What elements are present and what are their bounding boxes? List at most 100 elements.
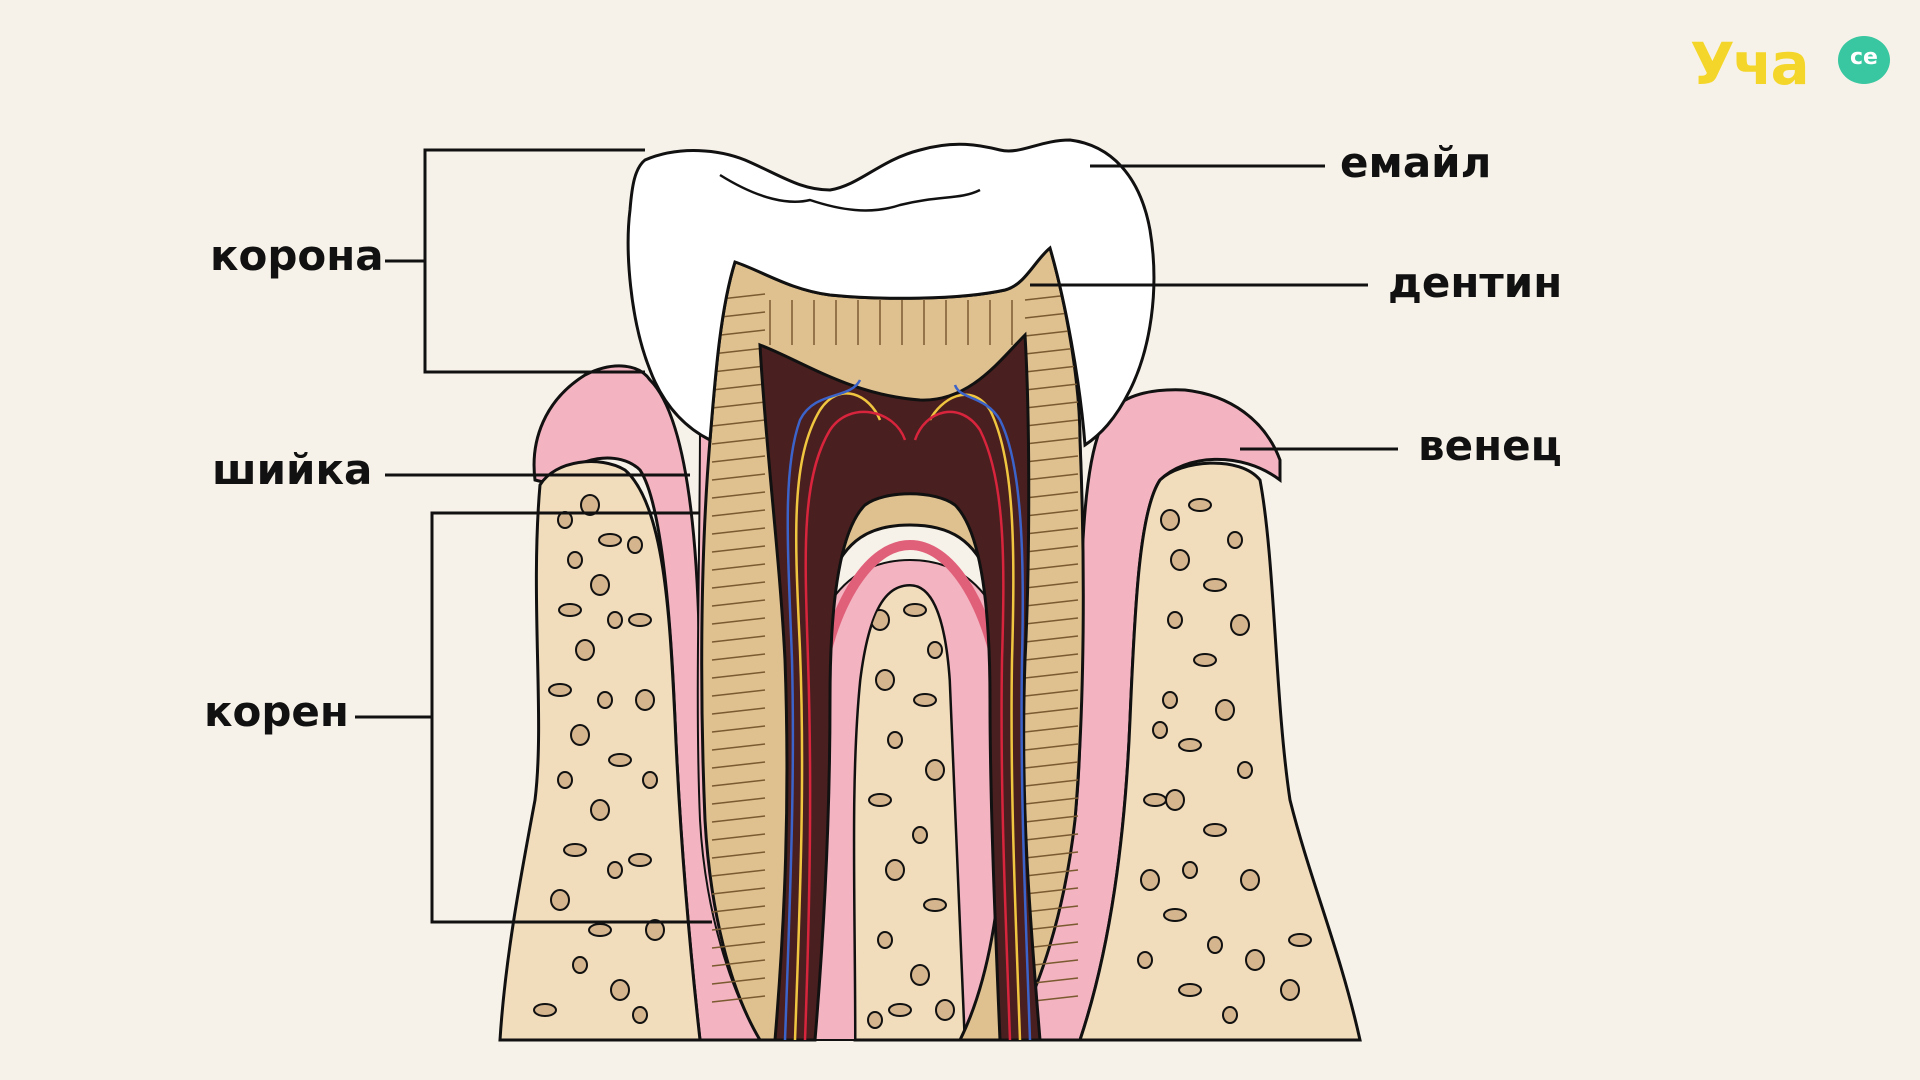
dentin-tubule — [711, 527, 766, 535]
logo: Уча се — [1690, 28, 1890, 108]
dentin-tubule — [711, 869, 766, 877]
bone-pore — [570, 724, 590, 746]
dentin-tubule — [1024, 581, 1079, 589]
bone-pore — [588, 923, 612, 937]
bone-pore — [567, 551, 583, 569]
enamel-shape — [626, 138, 1156, 448]
dentin-tubule — [711, 977, 766, 985]
logo-badge-text: се — [1850, 45, 1878, 70]
dentin-tubule — [711, 617, 766, 625]
bone-pore — [923, 898, 947, 912]
bone-pore — [590, 799, 610, 821]
bone-pore — [1178, 983, 1202, 997]
bone-pore — [607, 861, 623, 879]
dentin-tubule — [711, 563, 766, 571]
vein-right — [953, 384, 1032, 1041]
dentin-tubule — [711, 689, 766, 697]
bone-pore — [1227, 531, 1243, 549]
dentin-tubule — [711, 833, 766, 841]
dentin-tubule — [1024, 599, 1079, 607]
bone-pore — [1165, 789, 1185, 811]
bone-pore — [927, 641, 943, 659]
pulp-shape — [758, 331, 1042, 1042]
dentin-tubule — [1024, 815, 1079, 823]
bone-pore — [1163, 908, 1187, 922]
bone-pore — [1160, 509, 1180, 531]
bone-pore — [1245, 949, 1265, 971]
bone-pore — [1152, 721, 1168, 739]
dentin-tubule — [711, 707, 766, 715]
bone-pore — [903, 603, 927, 617]
bone-left — [498, 460, 702, 1042]
bone-pore — [533, 1003, 557, 1017]
dentin-tubule — [1024, 689, 1079, 697]
bone-pore — [1162, 691, 1178, 709]
dentin-tubule — [1024, 563, 1079, 571]
dentin-tubule — [711, 365, 766, 373]
dentin-tubule — [711, 779, 766, 787]
bone-pore — [1140, 869, 1160, 891]
logo-badge: се — [1838, 36, 1890, 84]
label-crown: корона — [210, 231, 384, 280]
dentin-tubule — [711, 653, 766, 661]
label-neck: шийка — [212, 445, 373, 494]
dentin-tubule — [711, 347, 766, 355]
bone-pore — [557, 771, 573, 789]
label-root: корен — [204, 687, 349, 736]
leader-lines — [355, 148, 1398, 924]
dentin-tubule — [711, 455, 766, 463]
bone-pore — [1240, 869, 1260, 891]
bone-pore — [1222, 1006, 1238, 1024]
bone-pore — [1188, 498, 1212, 512]
dentin-tubule — [1024, 671, 1079, 679]
dentin-tubule — [711, 815, 766, 823]
dentin-tubule — [711, 905, 766, 913]
dentin-tubule — [711, 599, 766, 607]
dentin-tubule — [1024, 869, 1079, 877]
bone-pore — [580, 494, 600, 516]
dentin-tubule — [1024, 743, 1079, 751]
dentin-tubule — [1024, 797, 1079, 805]
bone-pore — [885, 859, 905, 881]
dentin-tubule — [1024, 725, 1079, 733]
bone-pore — [1230, 614, 1250, 636]
bone-pore — [598, 533, 622, 547]
bone-pore — [913, 693, 937, 707]
dentin-tubule — [1024, 905, 1079, 913]
bone-pore — [888, 1003, 912, 1017]
dentin-tubule — [1024, 455, 1079, 463]
dentin-tubule — [1024, 851, 1079, 859]
bone-pore — [1143, 793, 1167, 807]
dentin-tubule — [711, 419, 766, 427]
dentin-tubule — [711, 797, 766, 805]
bone-pores — [533, 494, 1312, 1029]
bone-pore — [558, 603, 582, 617]
dentin-tubule — [711, 959, 766, 967]
bone-pore — [645, 919, 665, 941]
bone-pore — [627, 536, 643, 554]
logo-text: Уча — [1690, 30, 1810, 98]
bone-pore — [607, 611, 623, 629]
dentin-tubule — [1024, 419, 1079, 427]
bone-pore — [910, 964, 930, 986]
dentin-tubule — [711, 923, 766, 931]
bone-pore — [628, 613, 652, 627]
dentin-tubule — [1024, 707, 1079, 715]
vein-left — [783, 379, 862, 1041]
artery-right — [913, 410, 1012, 1041]
bone-pore — [628, 853, 652, 867]
dentin-tubule — [711, 743, 766, 751]
dentin-tubule — [1024, 779, 1079, 787]
bone-pore — [1167, 611, 1183, 629]
label-gum: венец — [1418, 421, 1562, 470]
bone-pore — [1170, 549, 1190, 571]
bone-pore — [563, 843, 587, 857]
dentin-tubule — [711, 473, 766, 481]
label-enamel: емайл — [1340, 138, 1492, 187]
bone-pore — [1237, 761, 1253, 779]
bone-pore — [1207, 936, 1223, 954]
bone-left-shape — [498, 460, 702, 1042]
bone-pore — [867, 1011, 883, 1029]
dentin-tubule — [1024, 383, 1079, 391]
